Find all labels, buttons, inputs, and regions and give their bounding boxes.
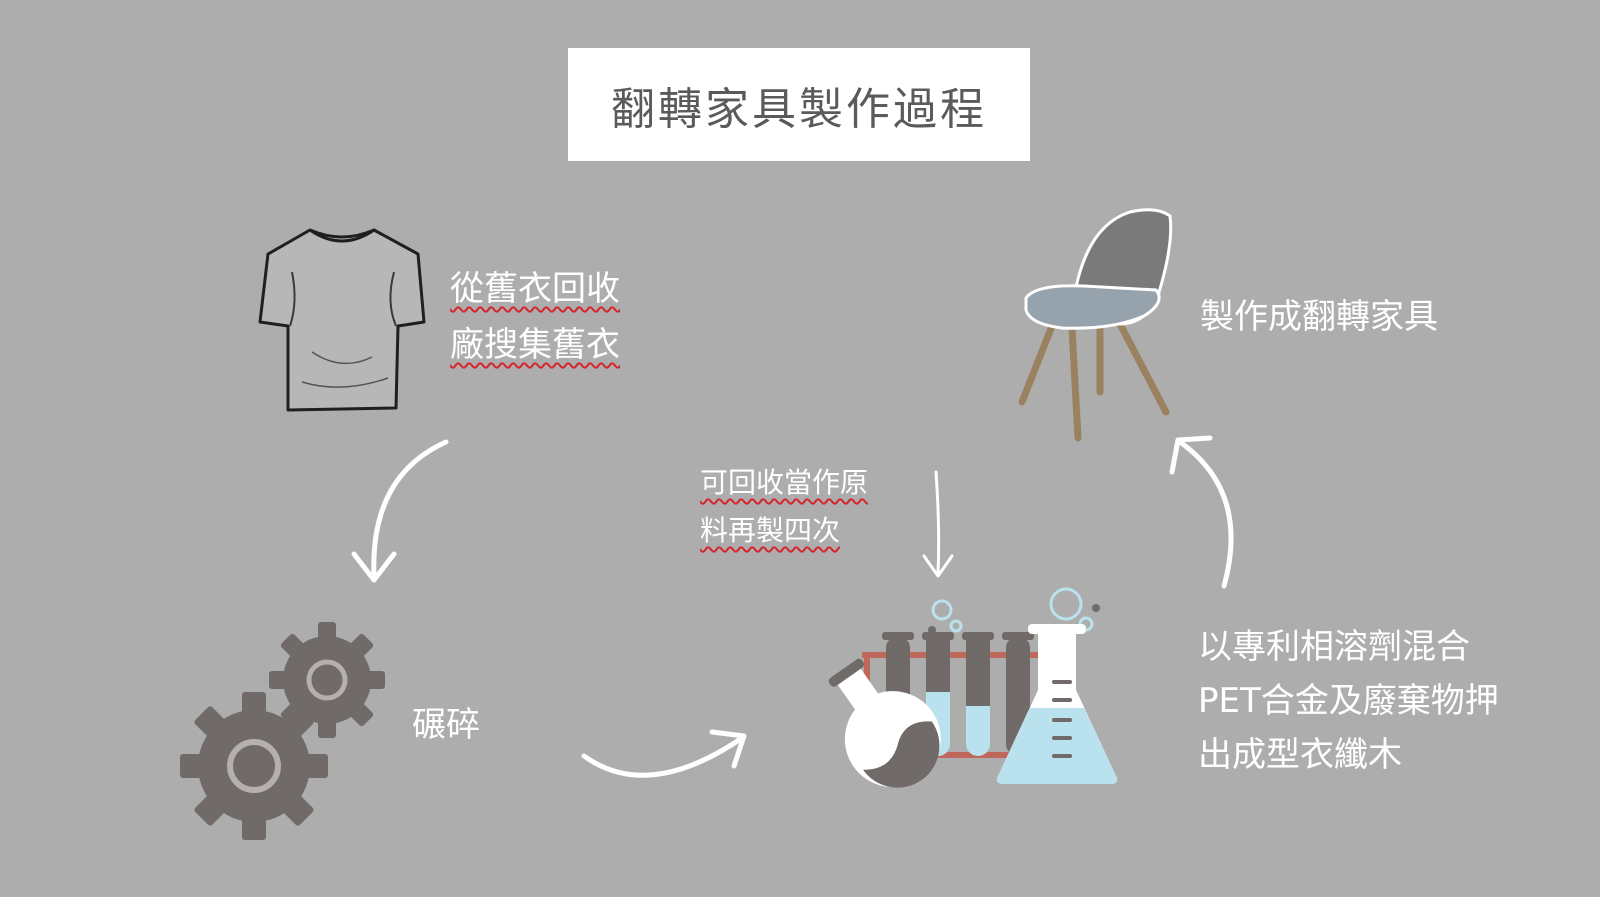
tshirt-icon	[258, 228, 426, 412]
step-mix-line-2: PET合金及廢棄物押	[1198, 681, 1499, 721]
step-mix-line-1: 以專利相溶劑混合	[1198, 627, 1470, 667]
page-title: 翻轉家具製作過程	[611, 83, 987, 135]
arrow-reuse-to-mix	[922, 470, 954, 578]
title-box: 翻轉家具製作過程	[568, 48, 1030, 161]
chair-icon	[1018, 208, 1173, 442]
arrow-crush-to-mix	[581, 729, 747, 778]
arrow-collect-to-crush	[351, 439, 449, 583]
arrow-mix-to-furniture	[1169, 435, 1234, 589]
step-mix-line-3: 出成型衣纖木	[1198, 735, 1402, 775]
lab-flasks-icon	[828, 587, 1118, 788]
step-crush-label: 碾碎	[412, 705, 480, 745]
step-reuse-line-1: 可回收當作原	[700, 466, 869, 499]
step-furniture-label: 製作成翻轉家具	[1200, 297, 1438, 337]
step-collect-line-2: 廠搜集舊衣	[450, 325, 620, 365]
step-collect-line-1: 從舊衣回收	[450, 269, 620, 309]
gears-icon	[180, 622, 385, 840]
step-reuse-line-2: 料再製四次	[700, 514, 841, 547]
